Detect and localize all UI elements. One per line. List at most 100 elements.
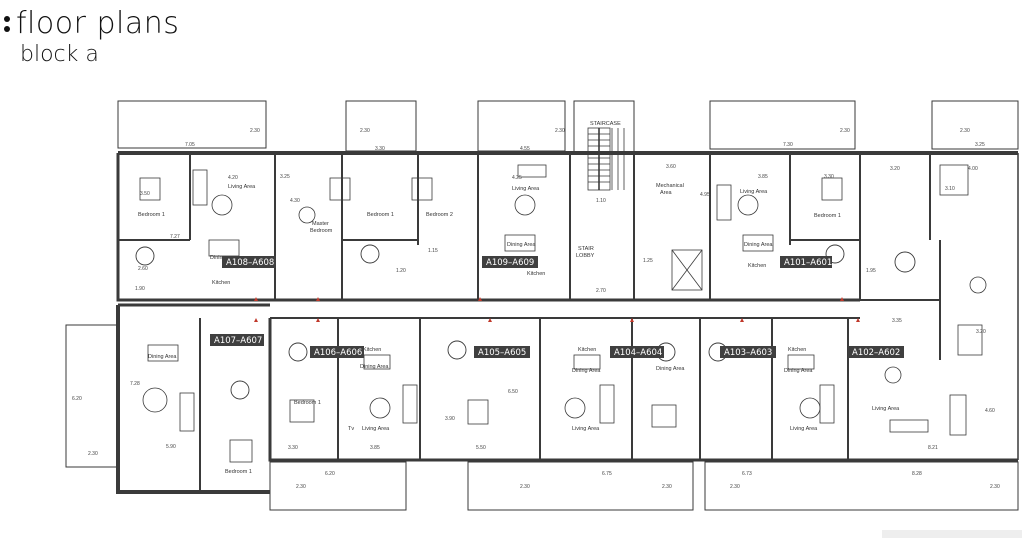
dimension: 4.00 [968, 166, 978, 172]
dimension: 7.27 [170, 234, 180, 240]
dimension: 8.28 [912, 471, 922, 477]
dimension: 6.20 [325, 471, 335, 477]
furniture [139, 164, 987, 463]
dimension: 7.05 [185, 142, 195, 148]
svg-text:A105–A605: A105–A605 [478, 348, 526, 358]
dimension: 1.10 [596, 198, 606, 204]
room-label: Bedroom 1 [294, 400, 321, 406]
dimension: 6.75 [602, 471, 612, 477]
room-label: Dining [210, 255, 226, 261]
svg-text:A104–A604: A104–A604 [614, 348, 662, 358]
svg-text:A102–A602: A102–A602 [852, 348, 900, 358]
dimension: 1.15 [428, 248, 438, 254]
dimension: 8.21 [928, 445, 938, 451]
corner-chip [882, 530, 1022, 538]
svg-text:A101–A601: A101–A601 [784, 258, 832, 268]
room-label: Kitchen [527, 271, 545, 277]
room-label: STAIRCASE [590, 121, 621, 127]
dimension: 2.30 [662, 484, 672, 490]
dimension: 3.10 [945, 186, 955, 192]
room-label: Living Area [572, 426, 600, 432]
dimension: 4.20 [228, 175, 238, 181]
dimension: 4.95 [700, 192, 710, 198]
dimension: 3.25 [975, 142, 985, 148]
dimension: 3.35 [892, 318, 902, 324]
dimension: 3.85 [758, 174, 768, 180]
svg-text:A103–A603: A103–A603 [724, 348, 772, 358]
dimension: 2.30 [296, 484, 306, 490]
interior-partitions [118, 153, 941, 492]
dimension: 2.30 [520, 484, 530, 490]
dimension: 1.90 [135, 286, 145, 292]
room-label: Living Area [872, 406, 900, 412]
dimension: 2.30 [250, 128, 260, 134]
outer-walls [116, 151, 1019, 494]
room-label: Kitchen [788, 347, 806, 353]
room-label: Living Area [362, 426, 390, 432]
page-title: floor plans [4, 6, 179, 42]
dimension: 3.50 [140, 191, 150, 197]
room-label: Dining Area [360, 364, 389, 370]
dimension: 6.20 [72, 396, 82, 402]
room-label: Dining Area [148, 354, 177, 360]
dimension: 2.60 [138, 266, 148, 272]
room-label: Dining Area [507, 242, 536, 248]
dimension: 4.60 [985, 408, 995, 414]
unit-tag-a107: A107–A607 [210, 334, 264, 346]
room-label: Mechanical [656, 183, 684, 189]
room-label: Bedroom 1 [814, 213, 841, 219]
dimension: 4.25 [512, 175, 522, 181]
page-subtitle: block a [20, 42, 99, 67]
room-label: Bedroom 1 [138, 212, 165, 218]
dimension: 2.30 [990, 484, 1000, 490]
dimension: 2.70 [596, 288, 606, 294]
room-label: Tv [348, 426, 354, 432]
room-label: Kitchen [748, 263, 766, 269]
svg-text:A109–A609: A109–A609 [486, 258, 534, 268]
dimension: 7.28 [130, 381, 140, 387]
unit-tag-a108: A108–A608 [222, 256, 276, 268]
room-label: STAIR [578, 246, 594, 252]
room-label: Bedroom 1 [367, 212, 394, 218]
room-label: Living Area [740, 189, 768, 195]
dimension: 3.30 [288, 445, 298, 451]
balcony-top [117, 100, 1019, 155]
dimension: 3.90 [445, 416, 455, 422]
room-label: Bedroom [310, 228, 333, 234]
dimension: 4.30 [290, 198, 300, 204]
staircase [587, 127, 703, 291]
dimension: 3.85 [370, 445, 380, 451]
dimension: 5.90 [166, 444, 176, 450]
dimension: 6.50 [508, 389, 518, 395]
unit-tag-a103: A103–A603 [720, 346, 776, 358]
room-label: Kitchen [363, 347, 381, 353]
dimension: 3.25 [280, 174, 290, 180]
room-label: Dining Area [572, 368, 601, 374]
unit-tag-a105: A105–A605 [474, 346, 530, 358]
dimension: 1.20 [396, 268, 406, 274]
dimension: 1.95 [866, 268, 876, 274]
room-label: Master [312, 221, 329, 227]
colon-bullet-icon [4, 14, 10, 34]
dimension: 3.30 [375, 146, 385, 152]
entry-markers [254, 297, 860, 322]
room-label: Living Area [790, 426, 818, 432]
dimension: 2.30 [555, 128, 565, 134]
dimension: 2.30 [840, 128, 850, 134]
svg-text:A108–A608: A108–A608 [226, 258, 274, 268]
dimension: 3.60 [666, 164, 676, 170]
dimension: 4.55 [520, 146, 530, 152]
balcony-sides [65, 324, 1019, 511]
unit-tag-a109: A109–A609 [482, 256, 538, 268]
dimension: 2.30 [360, 128, 370, 134]
dimension: 7.30 [783, 142, 793, 148]
bathroom-fixtures [135, 244, 916, 400]
page-title-block: floor plans block a [4, 6, 179, 68]
room-label: Bedroom 2 [426, 212, 453, 218]
room-label: Dining Area [656, 366, 685, 372]
dimension: 1.25 [643, 258, 653, 264]
page-title-text: floor plans [16, 6, 180, 41]
room-label: Kitchen [578, 347, 596, 353]
room-label: Living Area [228, 184, 256, 190]
room-label: Area [660, 190, 673, 196]
